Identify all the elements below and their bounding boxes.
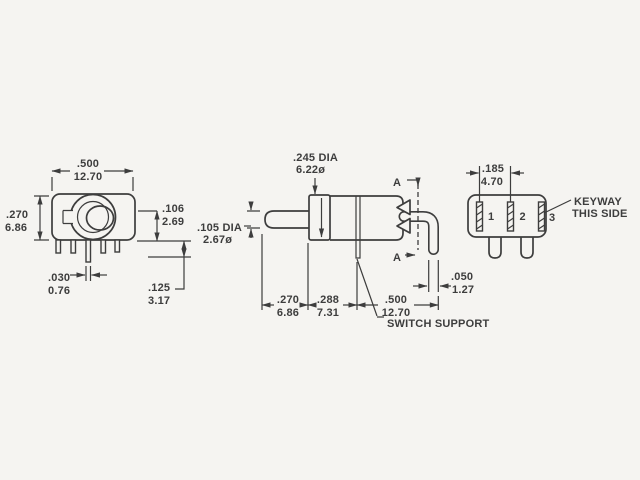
bushing-circle-front xyxy=(62,193,117,241)
bushing xyxy=(308,194,331,241)
lever-dia-mm: 2.67ø xyxy=(203,234,232,246)
switch-support-tab xyxy=(355,240,361,259)
front-height-dimension: .270 6.86 xyxy=(5,195,49,241)
pitch-inch: .185 xyxy=(482,163,504,175)
toggle-lever xyxy=(264,210,309,229)
bushing-dia-dimension: .245 DIA 6.22ø xyxy=(293,152,338,238)
lever-dia-dimension: .105 DIA 2.67ø xyxy=(197,201,260,246)
dim-a-inch: .270 xyxy=(277,294,299,306)
end-view: 1 2 3 .185 4.70 KEYWAY THIS SIDE xyxy=(466,163,628,259)
front-pin-width-inch: .030 xyxy=(48,272,70,284)
switch-support-label: SWITCH SUPPORT xyxy=(387,318,489,330)
pin xyxy=(100,239,107,254)
front-pins xyxy=(55,239,121,263)
pin xyxy=(55,239,62,254)
bushing-dia-mm: 6.22ø xyxy=(296,164,325,176)
dim-c-inch: .500 xyxy=(385,294,407,306)
terminal-thickness-mm: 1.27 xyxy=(452,284,474,296)
front-pin-length-dimension: .125 3.17 xyxy=(137,240,191,307)
switch-support-callout: SWITCH SUPPORT xyxy=(356,258,489,330)
dim-c-mm: 12.70 xyxy=(382,307,411,319)
dim-b-mm: 7.31 xyxy=(317,307,339,319)
front-width-dimension: .500 12.70 xyxy=(51,158,134,191)
terminal-number-1: 1 xyxy=(488,211,494,223)
terminal-number-3: 3 xyxy=(549,212,555,224)
dim-a-mm: 6.86 xyxy=(277,307,299,319)
side-view: A A .245 DIA 6.22ø .105 DIA 2.67ø .050 1… xyxy=(197,152,489,330)
terminal-thickness-inch: .050 xyxy=(451,271,473,283)
switch-body-side xyxy=(330,195,404,241)
section-label-top: A xyxy=(393,177,401,189)
pitch-mm: 4.70 xyxy=(481,176,503,188)
pin-long xyxy=(85,239,92,263)
terminal-number-2: 2 xyxy=(520,211,526,223)
front-pin-width-dimension: .030 0.76 xyxy=(48,266,107,297)
keyway-label-line1: KEYWAY xyxy=(574,196,622,208)
front-height-mm: 6.86 xyxy=(5,222,27,234)
section-label-bottom: A xyxy=(393,252,401,264)
front-pin-width-mm: 0.76 xyxy=(48,285,70,297)
front-height-inch: .270 xyxy=(6,209,28,221)
pitch-dimension: .185 4.70 xyxy=(466,163,524,202)
front-pin-length-mm: 3.17 xyxy=(148,295,170,307)
bushing-dia-inch: .245 DIA xyxy=(293,152,338,164)
support-leg xyxy=(488,237,502,259)
keyway-label-line2: THIS SIDE xyxy=(572,208,628,220)
keyway-notch xyxy=(63,210,73,224)
front-step-dimension: .106 2.69 xyxy=(138,203,184,242)
side-chain-dimensions: .270 6.86 .288 7.31 .500 12.70 xyxy=(261,234,439,319)
terminal-thickness-dimension: .050 1.27 xyxy=(413,260,474,296)
mounting-plate xyxy=(355,196,361,240)
terminal-slot-3 xyxy=(537,201,546,232)
switch-body-end xyxy=(467,194,547,238)
dim-b-inch: .288 xyxy=(317,294,339,306)
bent-terminal xyxy=(398,211,439,255)
support-leg xyxy=(520,237,534,259)
crimp-notch xyxy=(396,217,411,234)
terminal-slots xyxy=(475,201,546,232)
front-step-inch: .106 xyxy=(162,203,184,215)
keyway-callout: KEYWAY THIS SIDE xyxy=(543,196,628,220)
front-width-mm: 12.70 xyxy=(74,171,103,183)
pin xyxy=(70,239,77,254)
lever-dia-inch: .105 DIA xyxy=(197,222,242,234)
pin xyxy=(114,239,121,253)
front-view: .500 12.70 .270 6.86 .106 2.69 .125 3.17 xyxy=(5,158,191,307)
section-line-a-a: A A xyxy=(393,177,421,264)
crimp-notch xyxy=(396,199,411,216)
front-step-mm: 2.69 xyxy=(162,216,184,228)
front-width-inch: .500 xyxy=(77,158,99,170)
front-pin-length-inch: .125 xyxy=(148,282,170,294)
